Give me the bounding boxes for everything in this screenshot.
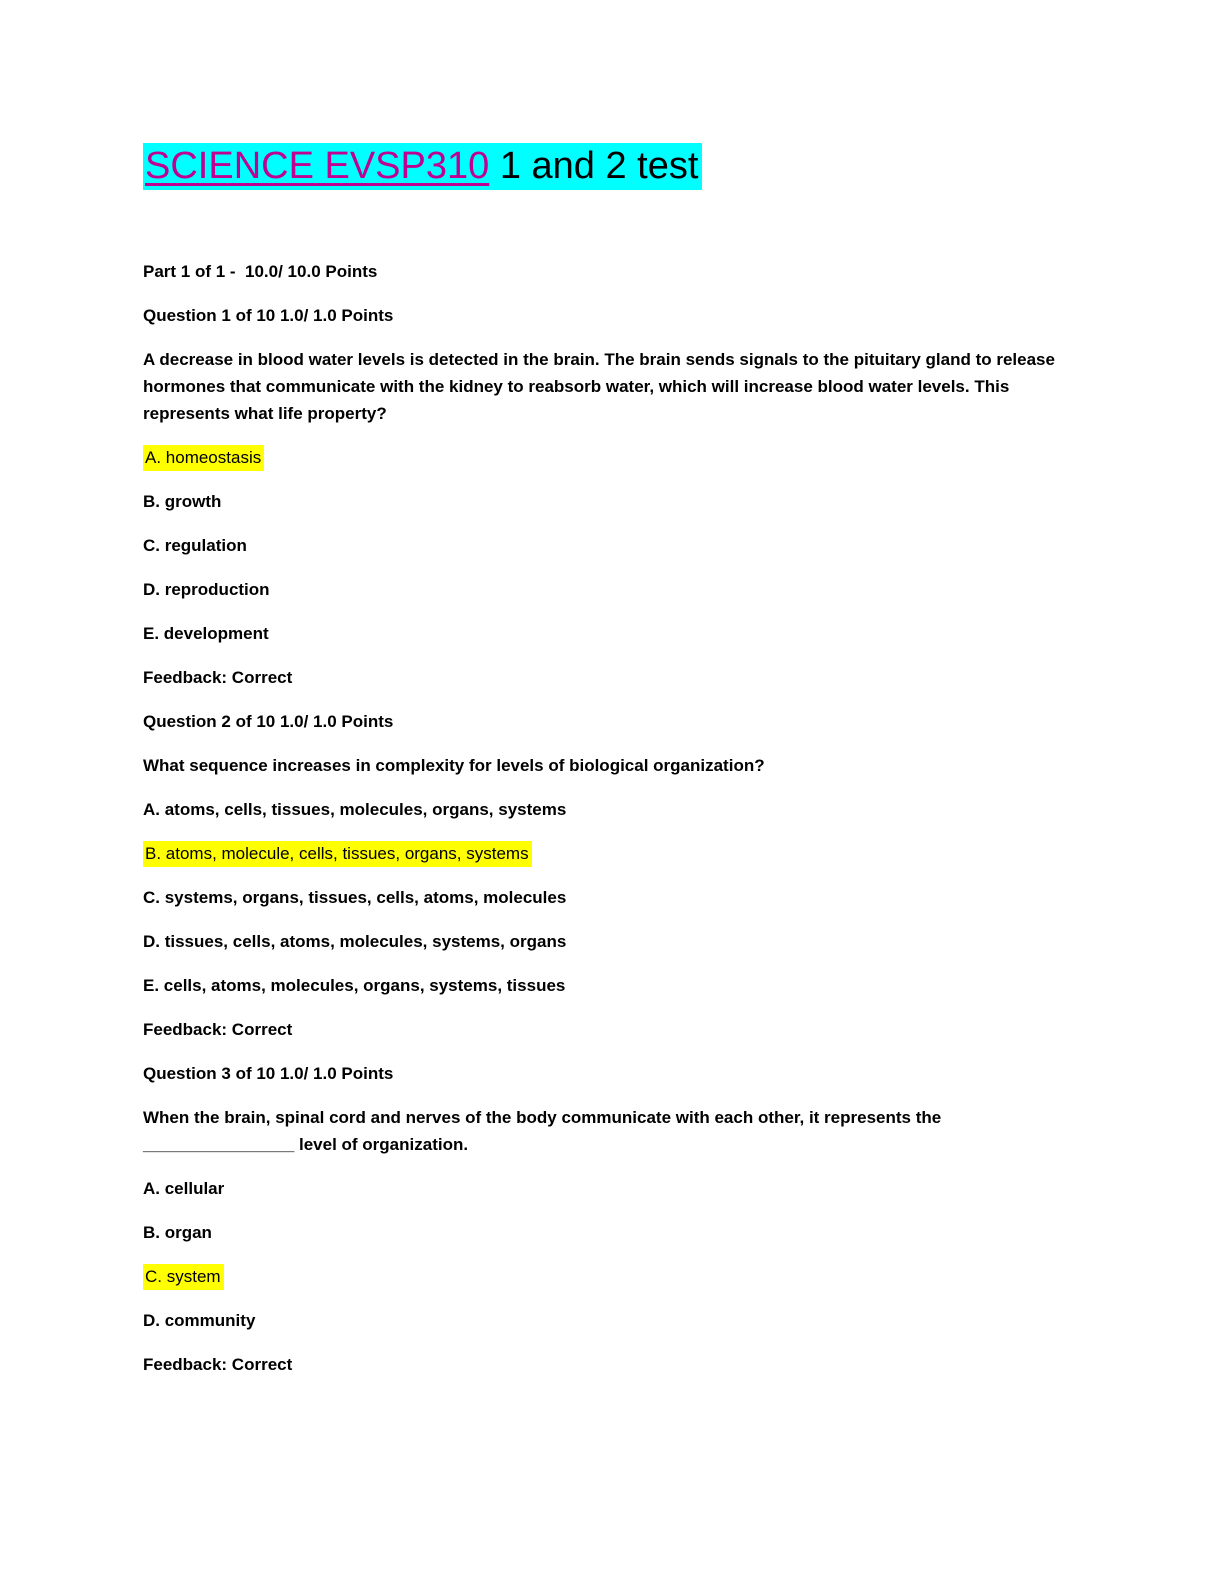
question-3-text: When the brain, spinal cord and nerves o… — [143, 1108, 946, 1154]
question-2-header: Question 2 of 10 1.0/ 1.0 Points — [143, 712, 394, 731]
answer-option-label: B. organ — [143, 1223, 212, 1242]
title-link[interactable]: SCIENCE EVSP310 — [145, 145, 490, 187]
answer-option: D. tissues, cells, atoms, molecules, sys… — [143, 928, 1081, 955]
question-1-feedback: Feedback: Correct — [143, 668, 293, 687]
answer-option: E. cells, atoms, molecules, organs, syst… — [143, 972, 1081, 999]
answer-option-label: C. system — [143, 1264, 224, 1290]
answer-option-label: A. cellular — [143, 1179, 225, 1198]
answer-option-label: C. regulation — [143, 536, 247, 555]
answer-option-label: E. cells, atoms, molecules, organs, syst… — [143, 976, 566, 995]
answer-option: A. atoms, cells, tissues, molecules, org… — [143, 796, 1081, 823]
question-3-feedback: Feedback: Correct — [143, 1355, 293, 1374]
answer-option: A. homeostasis — [143, 444, 1081, 471]
question-2-text: What sequence increases in complexity fo… — [143, 756, 765, 775]
question-1-header: Question 1 of 10 1.0/ 1.0 Points — [143, 306, 394, 325]
answer-option: D. reproduction — [143, 576, 1081, 603]
answer-option-label: B. atoms, molecule, cells, tissues, orga… — [143, 841, 532, 867]
page-title: SCIENCE EVSP310 1 and 2 test — [143, 140, 1081, 192]
answer-option-label: D. community — [143, 1311, 256, 1330]
answer-option: C. systems, organs, tissues, cells, atom… — [143, 884, 1081, 911]
answer-option-label: A. homeostasis — [143, 445, 265, 471]
answer-option-label: A. atoms, cells, tissues, molecules, org… — [143, 800, 567, 819]
answer-option: E. development — [143, 620, 1081, 647]
title-suffix: 1 and 2 test — [489, 145, 699, 187]
part-header: Part 1 of 1 - 10.0/ 10.0 Points — [143, 262, 378, 281]
title-highlight: SCIENCE EVSP310 1 and 2 test — [143, 143, 703, 190]
question-1-text: A decrease in blood water levels is dete… — [143, 350, 1060, 423]
answer-option-label: D. tissues, cells, atoms, molecules, sys… — [143, 932, 567, 951]
answer-option-label: C. systems, organs, tissues, cells, atom… — [143, 888, 567, 907]
answer-option-label: D. reproduction — [143, 580, 270, 599]
answer-option-label: B. growth — [143, 492, 222, 511]
question-2-feedback: Feedback: Correct — [143, 1020, 293, 1039]
answer-option: B. growth — [143, 488, 1081, 515]
answer-option-label: E. development — [143, 624, 269, 643]
answer-option: C. system — [143, 1263, 1081, 1290]
answer-option: C. regulation — [143, 532, 1081, 559]
answer-option: A. cellular — [143, 1175, 1081, 1202]
answer-option: B. atoms, molecule, cells, tissues, orga… — [143, 840, 1081, 867]
answer-option: D. community — [143, 1307, 1081, 1334]
answer-option: B. organ — [143, 1219, 1081, 1246]
question-3-header: Question 3 of 10 1.0/ 1.0 Points — [143, 1064, 394, 1083]
